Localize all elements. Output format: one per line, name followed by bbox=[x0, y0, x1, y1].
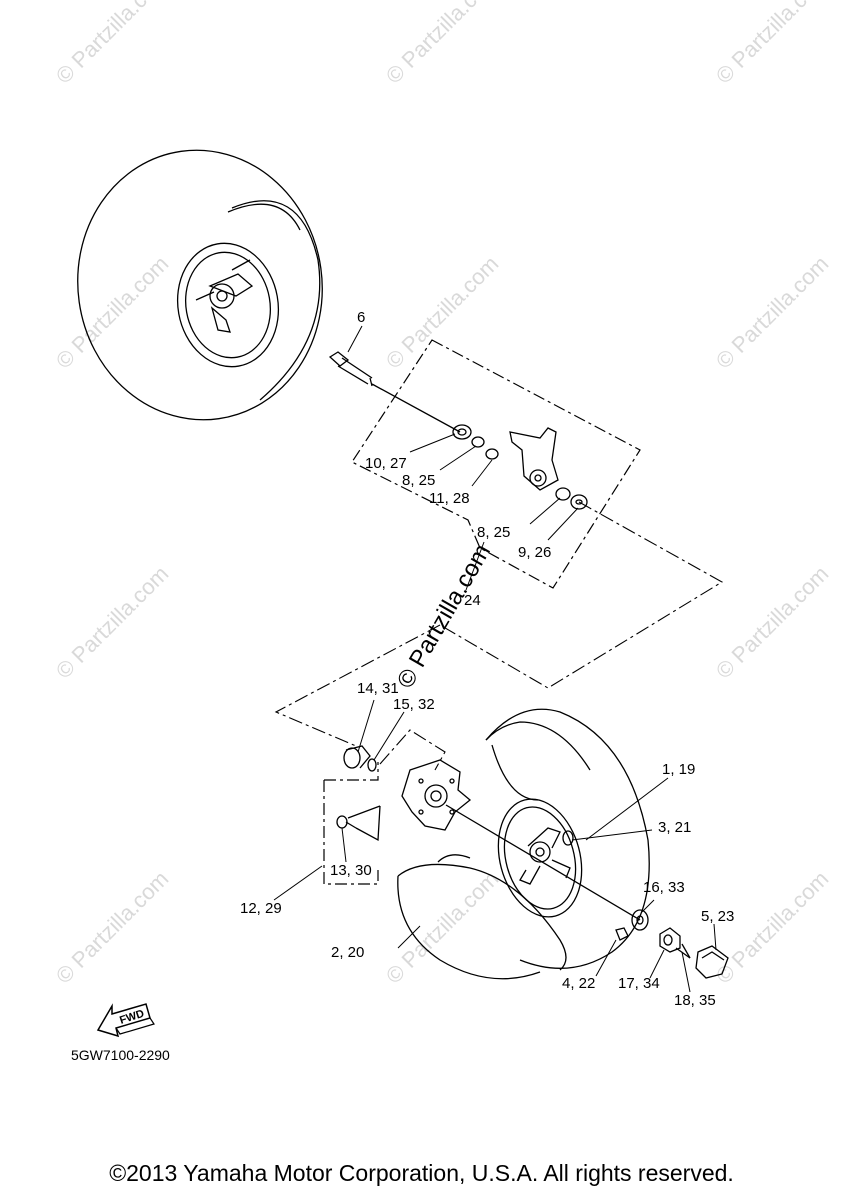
lower-wheel-illustration bbox=[397, 708, 650, 980]
copyright-notice: ©2013 Yamaha Motor Corporation, U.S.A. A… bbox=[109, 1160, 734, 1186]
watermark: © Partzilla.com bbox=[51, 251, 174, 374]
part-label: 18, 35 bbox=[674, 992, 716, 1009]
part-label: 13, 30 bbox=[330, 862, 372, 879]
watermark: © Partzilla.com bbox=[51, 0, 174, 89]
assembly-leader-lines bbox=[274, 501, 724, 771]
axle-shaft-illustration bbox=[328, 351, 461, 433]
hub-illustration bbox=[401, 759, 641, 921]
part-label: 12, 29 bbox=[240, 900, 282, 917]
part-label: 8, 25 bbox=[477, 524, 510, 541]
watermark: © Partzilla.com bbox=[711, 251, 834, 374]
part-label: 15, 32 bbox=[393, 696, 435, 713]
lower-assembly-outline bbox=[323, 762, 379, 885]
upper-assembly-outline bbox=[351, 339, 641, 589]
watermark: © Partzilla.com bbox=[381, 0, 504, 89]
part-label: 6 bbox=[357, 309, 365, 326]
part-label: 11, 28 bbox=[429, 490, 470, 507]
diagram-code: 5GW7100-2290 bbox=[71, 1047, 170, 1063]
watermark: © Partzilla.com bbox=[51, 561, 174, 684]
watermark-center: © Partzilla.com bbox=[392, 539, 496, 693]
part-label: 17, 34 bbox=[618, 975, 660, 992]
part-label: 8, 25 bbox=[402, 472, 435, 489]
knuckle-illustration bbox=[452, 424, 588, 510]
fwd-arrow-icon: FWD bbox=[96, 1003, 155, 1038]
part-labels: 6 10, 27 8, 25 11, 28 8, 25 9, 26 24 14,… bbox=[240, 309, 734, 1009]
upper-wheel-illustration bbox=[77, 149, 323, 421]
part-label: 14, 31 bbox=[357, 680, 399, 697]
watermark: © Partzilla.com bbox=[381, 866, 504, 989]
part-label: 4, 22 bbox=[562, 975, 595, 992]
part-label: 3, 21 bbox=[658, 819, 691, 836]
part-label: 9, 26 bbox=[518, 544, 551, 561]
part-label: 16, 33 bbox=[643, 879, 685, 896]
part-label: 24 bbox=[464, 592, 481, 609]
part-label: 1, 19 bbox=[662, 761, 695, 778]
part-label: 10, 27 bbox=[365, 455, 407, 472]
watermark: © Partzilla.com bbox=[381, 251, 504, 374]
watermark: © Partzilla.com bbox=[51, 866, 174, 989]
label-leaders bbox=[273, 325, 717, 993]
watermark: © Partzilla.com bbox=[711, 561, 834, 684]
watermark: © Partzilla.com bbox=[711, 866, 834, 989]
part-label: 5, 23 bbox=[701, 908, 734, 925]
bolt-illustration bbox=[336, 805, 381, 842]
collar-illustration bbox=[343, 745, 377, 772]
axle-hardware-illustration bbox=[615, 909, 729, 979]
part-label: 2, 20 bbox=[331, 944, 364, 961]
watermark: © Partzilla.com bbox=[711, 0, 834, 89]
